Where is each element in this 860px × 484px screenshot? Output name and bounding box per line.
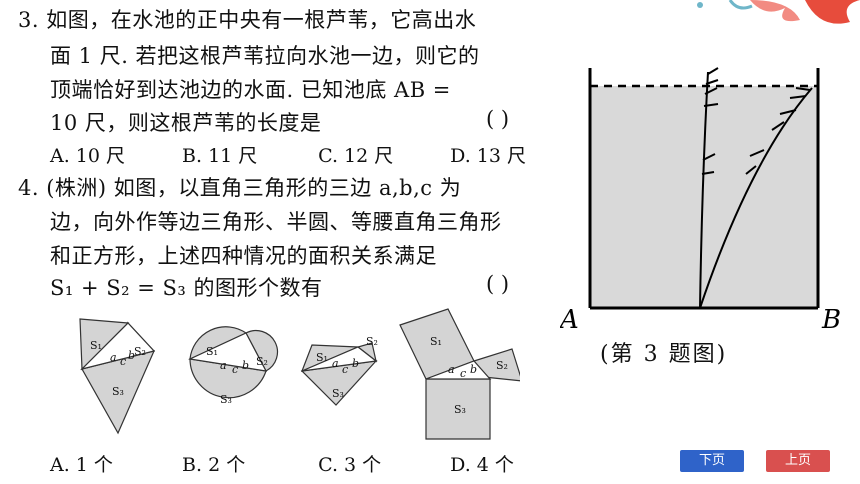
fig2-semicircle-s1 [189, 326, 248, 360]
svg-text:S₁: S₁ [90, 339, 102, 352]
q3-options: A. 10 尺 B. 11 尺 C. 12 尺 D. 13 尺 [50, 141, 526, 168]
q3-line-4: 10 尺，则这根芦苇的长度是 [50, 111, 322, 135]
svg-text:c: c [460, 367, 466, 380]
reed-upright [699, 71, 709, 309]
prev-page-button[interactable]: 上页 [766, 450, 830, 472]
svg-text:a: a [448, 363, 455, 376]
q4-option-d: D. 4 个 [450, 454, 514, 476]
svg-text:b: b [128, 349, 135, 362]
q3-option-c: C. 12 尺 [318, 145, 394, 167]
fig2-semicircle-s3 [189, 358, 267, 399]
svg-text:S₂: S₂ [366, 335, 378, 348]
q4-options: A. 1 个 B. 2 个 C. 3 个 D. 4 个 [50, 450, 514, 477]
svg-text:S₂: S₂ [496, 359, 508, 372]
svg-text:a: a [332, 357, 339, 370]
q3-option-d: D. 13 尺 [450, 145, 526, 167]
svg-text:S₃: S₃ [112, 385, 124, 398]
next-page-button[interactable]: 下页 [680, 450, 744, 472]
q4-option-a: A. 1 个 [50, 454, 113, 476]
q3-line-1: 3. 如图，在水池的正中央有一根芦苇，它高出水 [18, 8, 477, 32]
svg-text:S₁: S₁ [316, 351, 328, 364]
q4-option-c: C. 3 个 [318, 454, 382, 476]
q4-line-3: 和正方形，上述四种情况的面积关系满足 [50, 244, 437, 268]
q3-line-3: 顶端恰好到达池边的水面. 已知池底 AB = [50, 78, 451, 102]
svg-text:a: a [110, 351, 117, 364]
svg-text:b: b [470, 363, 477, 376]
svg-text:c: c [232, 363, 238, 376]
svg-text:b: b [242, 359, 249, 372]
figure-caption: (第 3 题图) [600, 342, 728, 367]
q4-number: 4. [18, 176, 40, 200]
svg-text:S₂: S₂ [134, 345, 146, 358]
reed-leaning [699, 87, 813, 309]
q3-option-a: A. 10 尺 [50, 145, 126, 167]
svg-text:c: c [342, 363, 348, 376]
decorative-leaves-top [697, 0, 860, 24]
svg-text:S₃: S₃ [454, 403, 466, 416]
q4-line-4: S₁ + S₂ = S₃ 的图形个数有 [50, 276, 323, 300]
q3-number: 3. [18, 8, 40, 32]
svg-text:a: a [220, 359, 227, 372]
q4-figures: S₁ S₂ S₃ a c b S₁ S₂ S₃ a c b S₁ S₂ S₃ a… [79, 308, 520, 440]
svg-text:b: b [352, 357, 359, 370]
svg-text:S₃: S₃ [220, 393, 232, 406]
svg-text:c: c [120, 355, 126, 368]
q3-option-b: B. 11 尺 [182, 145, 258, 167]
svg-text:S₂: S₂ [256, 355, 268, 368]
q4-option-b: B. 2 个 [182, 454, 246, 476]
svg-text:S₃: S₃ [332, 387, 344, 400]
svg-text:S₁: S₁ [430, 335, 442, 348]
label-A: A [560, 305, 579, 335]
q3-answer-paren: ( ) [486, 107, 510, 131]
pool-water [590, 86, 818, 308]
q3-pool-figure: A B [560, 67, 841, 335]
svg-text:S₁: S₁ [206, 345, 218, 358]
q4-line-2: 边，向外作等边三角形、半圆、等腰直角三角形 [50, 210, 502, 234]
q3-line-2: 面 1 尺. 若把这根芦苇拉向水池一边，则它的 [50, 44, 480, 68]
fig2-semicircle-s2 [245, 329, 279, 372]
label-B: B [821, 305, 841, 335]
q4-line-1: 4. (株洲) 如图，以直角三角形的三边 a,b,c 为 [18, 176, 462, 200]
q4-answer-paren: ( ) [486, 272, 510, 296]
